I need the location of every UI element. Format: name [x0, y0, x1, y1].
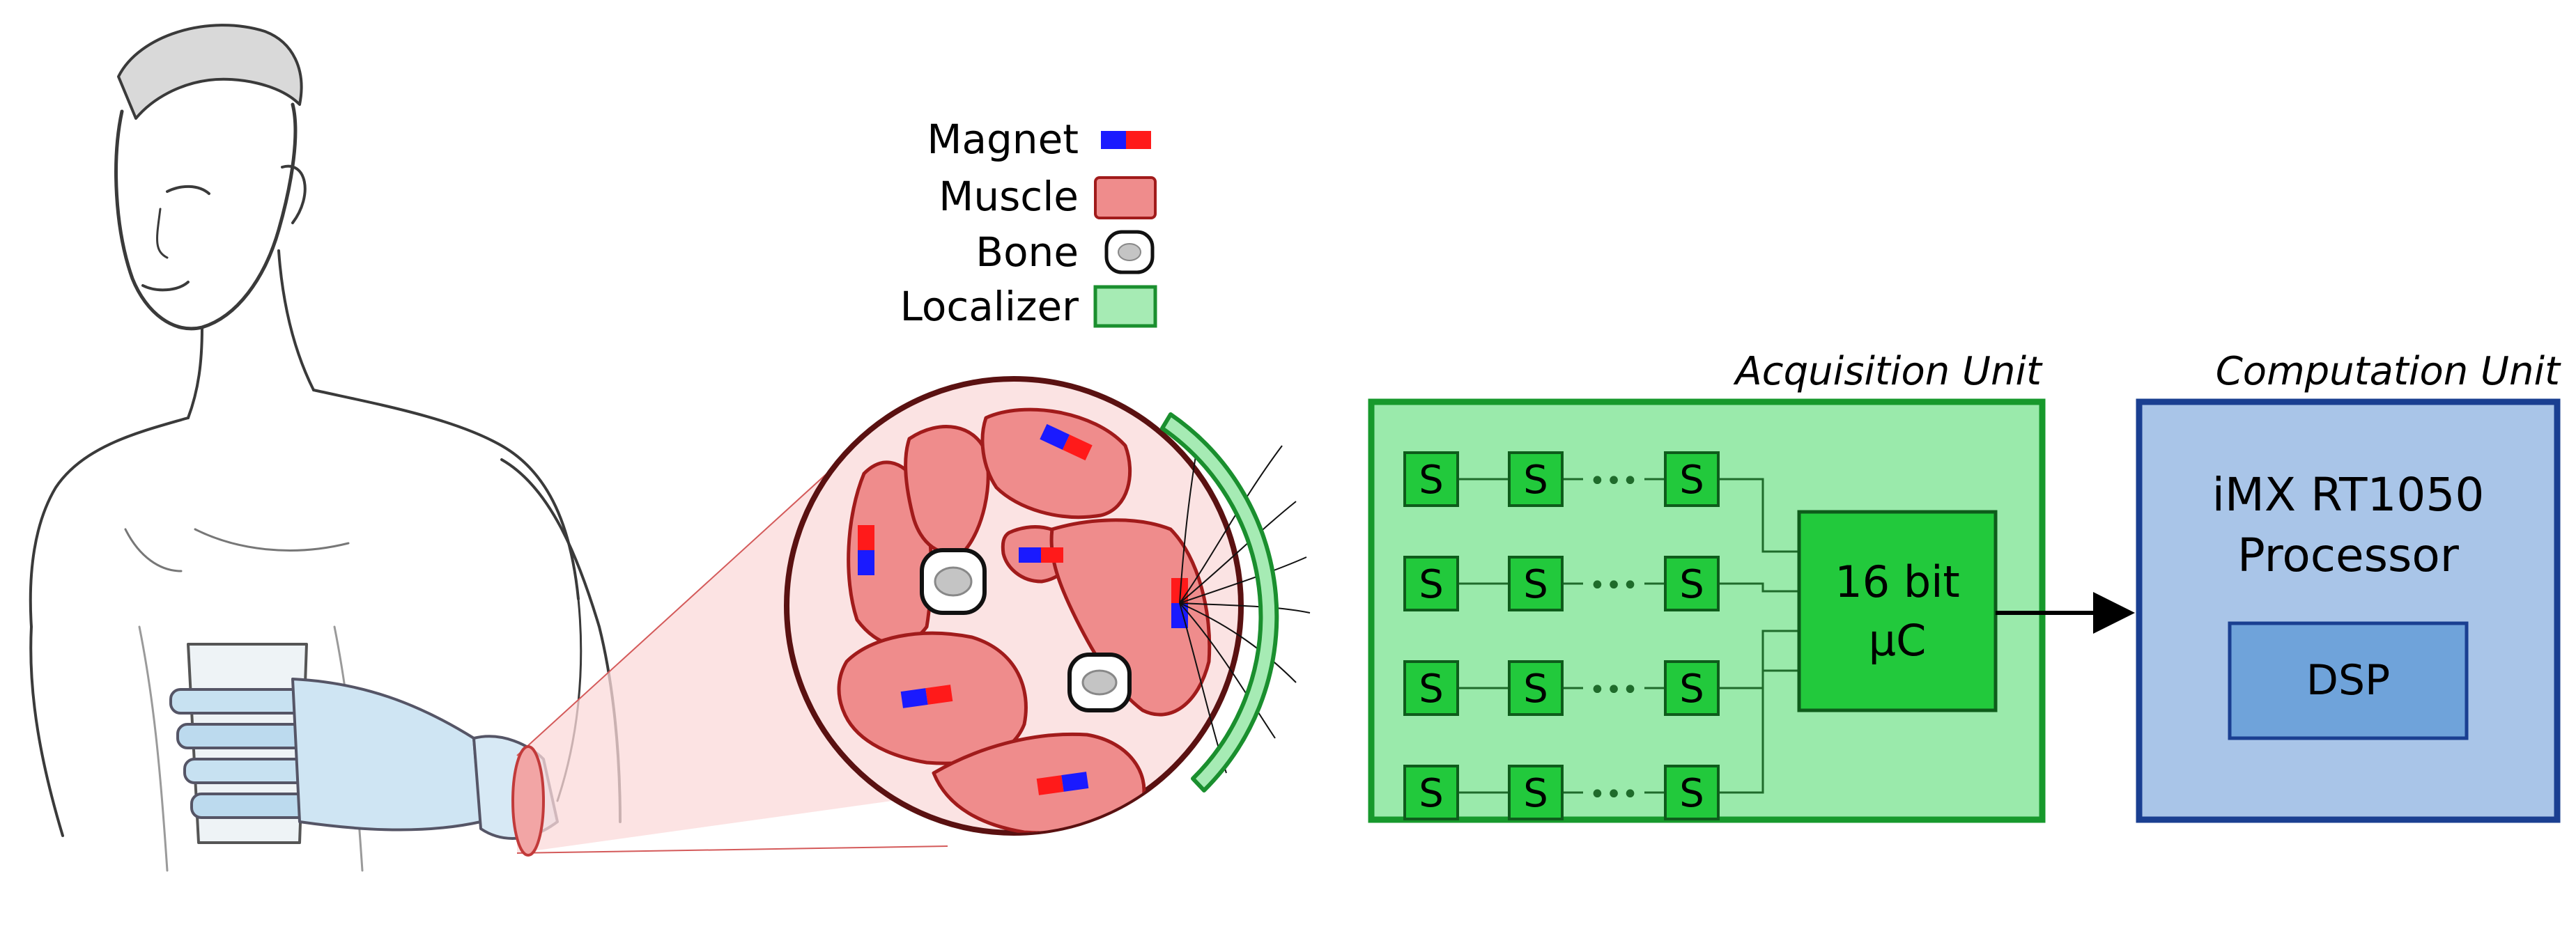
- legend-label-localizer: Localizer: [900, 283, 1079, 330]
- magnet: [858, 525, 874, 575]
- left-shoulder: [29, 416, 190, 628]
- sensor-box: [1403, 556, 1459, 611]
- sensor-box: [1508, 556, 1564, 611]
- dsp-box: [2228, 621, 2469, 740]
- prosthetic-hand: [169, 678, 482, 832]
- magnification-cone: [517, 414, 892, 853]
- bone-icon: [1104, 230, 1155, 274]
- nose: [156, 208, 169, 259]
- microcontroller-label-line1: 16 bit: [1835, 556, 1960, 607]
- sensor-bus-line: [1718, 630, 1799, 689]
- eye: [166, 185, 210, 195]
- sensor-box: [1508, 451, 1564, 507]
- sensor-bus-line: [1718, 478, 1799, 553]
- sensor-label: S: [1523, 458, 1548, 503]
- sensor-ellipsis: •••: [1589, 570, 1639, 602]
- microcontroller-box: [1797, 510, 1998, 712]
- acquisition-unit-title: Acquisition Unit: [1734, 349, 2044, 394]
- magnet: [1019, 547, 1063, 563]
- hair: [117, 24, 303, 120]
- sensor-label: S: [1523, 771, 1548, 816]
- processor-label-line1: iMX RT1050: [2212, 468, 2485, 522]
- sensor-label: S: [1679, 771, 1704, 816]
- microcontroller-label-line2: µC: [1869, 615, 1927, 666]
- sensor-label: S: [1679, 666, 1704, 712]
- sensor-box: [1508, 660, 1564, 716]
- legend: Magnet Muscle Bone Localizer: [900, 116, 1157, 330]
- magnet: [1040, 423, 1093, 461]
- sensor-label: S: [1419, 562, 1444, 607]
- mouth: [141, 281, 190, 292]
- head: [114, 102, 298, 331]
- sensor-label: S: [1679, 458, 1704, 503]
- sensor-box: [1664, 765, 1720, 820]
- magnet: [900, 685, 953, 708]
- muscle: [904, 425, 990, 555]
- legend-label-magnet: Magnet: [927, 116, 1079, 163]
- limb-cross-section: [784, 376, 1311, 836]
- computation-unit: Computation Unit iMX RT1050 Processor DS…: [2136, 349, 2561, 823]
- computation-unit-title: Computation Unit: [2216, 349, 2561, 394]
- computation-unit-box: [2136, 398, 2561, 823]
- sensor-label: S: [1419, 771, 1444, 816]
- bone: [920, 548, 987, 615]
- legend-label-muscle: Muscle: [939, 173, 1079, 220]
- localizer-array: [1160, 412, 1279, 793]
- sensor-ellipsis: •••: [1589, 465, 1639, 497]
- sensor-box: [1403, 451, 1459, 507]
- processor-label-line2: Processor: [2237, 529, 2460, 582]
- neck: [187, 249, 315, 419]
- sensor-label: S: [1523, 666, 1548, 712]
- localizer-swatch-icon: [1093, 285, 1157, 328]
- bone: [1067, 653, 1132, 712]
- sensor-bus-line: [1718, 582, 1799, 593]
- magnet: [1036, 772, 1089, 795]
- muscle: [1049, 518, 1212, 717]
- sensor-label: S: [1419, 666, 1444, 712]
- dsp-label: DSP: [2306, 656, 2390, 705]
- chest: [124, 528, 350, 572]
- sensor-box: [1664, 451, 1720, 507]
- sensor-bus-line: [1718, 669, 1799, 794]
- cone-edge-bottom: [516, 845, 948, 854]
- sensor-ellipsis: •••: [1589, 674, 1639, 706]
- sensor-label: S: [1419, 458, 1444, 503]
- acquisition-unit: Acquisition Unit ••• S S S ••• S S S ••• S S S ••• S S…: [1368, 349, 2046, 823]
- muscle: [980, 407, 1132, 520]
- legend-label-bone: Bone: [975, 228, 1079, 276]
- sensor-box: [1664, 556, 1720, 611]
- left-arm: [29, 625, 64, 837]
- sensor-label: S: [1523, 562, 1548, 607]
- muscle-swatch-icon: [1094, 176, 1157, 219]
- sensor-label: S: [1679, 562, 1704, 607]
- cut-plane: [511, 745, 545, 857]
- sensor-box: [1664, 660, 1720, 716]
- sensor-box: [1403, 765, 1459, 820]
- sensor-box: [1508, 765, 1564, 820]
- sensor-ellipsis: •••: [1589, 779, 1639, 811]
- sensor-box: [1403, 660, 1459, 716]
- sensor-grid: ••• S S S ••• S S S ••• S S S ••• S S S: [1403, 451, 1799, 820]
- magnet-icon: [1101, 131, 1151, 149]
- ear: [281, 164, 307, 224]
